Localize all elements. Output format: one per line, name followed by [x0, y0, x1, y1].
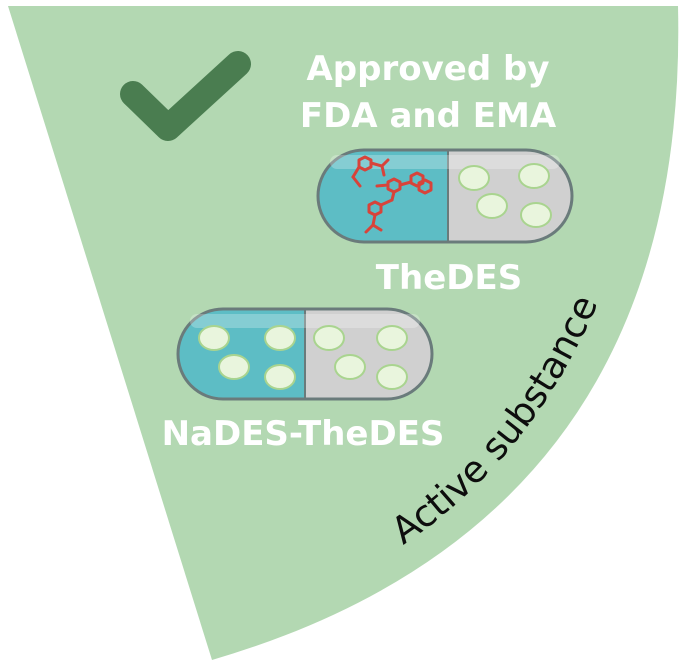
approval-line-2: FDA and EMA [300, 96, 557, 136]
granule-icon [518, 163, 550, 189]
thedes-label: TheDES [376, 258, 522, 298]
thedes-capsule [316, 148, 574, 244]
granule-icon [264, 364, 296, 390]
granule-icon [198, 325, 230, 351]
granule-icon [264, 325, 296, 351]
checkmark-icon [120, 51, 251, 141]
nades-thedes-capsule [176, 307, 434, 401]
granule-icon [476, 193, 508, 219]
granule-icon [458, 165, 490, 191]
approval-line-1: Approved by [306, 49, 549, 89]
molecule-icon [351, 155, 433, 234]
granule-icon [313, 325, 345, 351]
granule-icon [218, 354, 250, 380]
granule-icon [376, 325, 408, 351]
granule-icon [520, 202, 552, 228]
granule-icon [334, 354, 366, 380]
thedes-capsule-outline [316, 148, 574, 244]
granule-icon [376, 364, 408, 390]
nades-thedes-label: NaDES-TheDES [162, 414, 445, 454]
